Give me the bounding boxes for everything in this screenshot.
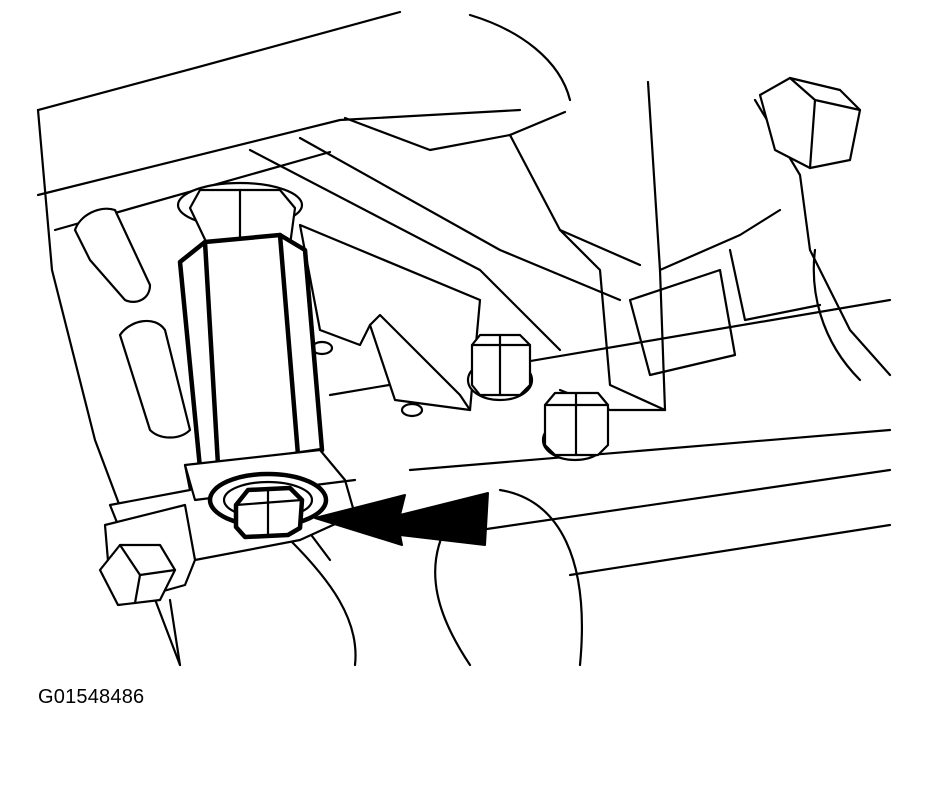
lower-left-bolt <box>98 503 197 607</box>
bracket-nut-2 <box>541 391 610 462</box>
target-bolt <box>207 471 329 540</box>
mounting-bracket <box>298 223 482 418</box>
indicator-double-arrow <box>314 492 489 546</box>
left-cylindrical-parts <box>73 207 192 439</box>
bracket-nut-1 <box>466 333 534 402</box>
hex-tensioner-body <box>176 181 325 471</box>
upper-right-bolt <box>758 76 862 170</box>
figure-id-label: G01548486 <box>38 686 145 708</box>
